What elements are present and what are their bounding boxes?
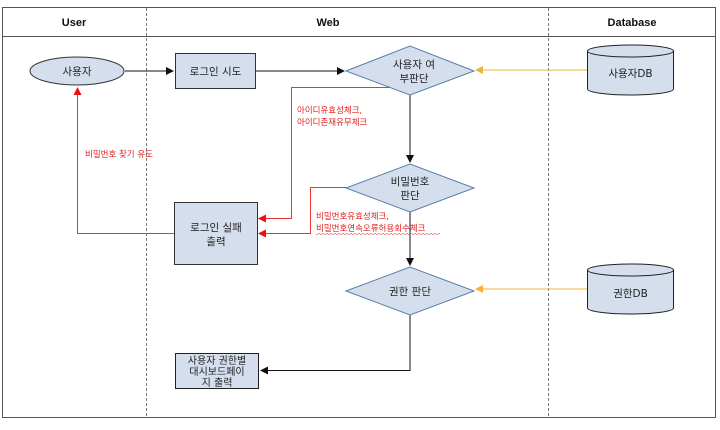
lane-title-web: Web bbox=[316, 17, 339, 29]
note-id-check-line2: 아이디존재유무체크 bbox=[297, 117, 368, 128]
login-attempt-box bbox=[175, 53, 256, 89]
permission-db-body bbox=[587, 270, 674, 315]
node-user-check[interactable]: 사용자 여 부판단 bbox=[344, 45, 476, 96]
lane-title-database: Database bbox=[608, 17, 657, 29]
node-dashboard-line3: 지 출력 bbox=[202, 377, 233, 389]
user-db-body bbox=[587, 51, 674, 96]
node-login-fail[interactable]: 로그인 실패 출력 bbox=[174, 202, 258, 265]
edge-loginfail-to-user bbox=[73, 87, 175, 234]
node-login-fail-line2: 출력 bbox=[206, 236, 225, 248]
user-check-diamond bbox=[344, 45, 476, 96]
node-password-check[interactable]: 비밀번호 판단 bbox=[344, 163, 476, 213]
node-user-label: 사용자 bbox=[63, 66, 92, 78]
node-user-check-line1: 사용자 여 bbox=[393, 59, 435, 71]
lane-title-user: User bbox=[62, 17, 87, 29]
note-pw-check-line2: 비밀번호연속오류허용회수체크 bbox=[316, 223, 426, 234]
login-fail-box bbox=[174, 202, 258, 265]
edge-usercheck-fail bbox=[258, 87, 390, 223]
node-user-db-label: 사용자DB bbox=[608, 68, 652, 80]
node-user-db[interactable]: 사용자DB bbox=[587, 44, 674, 96]
node-user-check-line2: 부판단 bbox=[400, 73, 429, 85]
node-permission-db-label: 권한DB bbox=[613, 288, 648, 300]
node-password-check-line1: 비밀번호 bbox=[391, 176, 430, 188]
node-login-fail-line1: 로그인 실패 bbox=[190, 222, 242, 234]
node-login-attempt[interactable]: 로그인 시도 bbox=[175, 53, 256, 89]
node-permission-check[interactable]: 권한 판단 bbox=[344, 266, 476, 316]
user-ellipse bbox=[29, 56, 125, 86]
dashboard-box bbox=[175, 353, 259, 389]
password-check-diamond bbox=[344, 163, 476, 213]
node-dashboard-line1: 사용자 권한별 bbox=[188, 355, 246, 367]
permission-check-diamond bbox=[344, 266, 476, 316]
node-user[interactable]: 사용자 bbox=[29, 56, 125, 86]
node-dashboard[interactable]: 사용자 권한별 대시보드페이 지 출력 bbox=[175, 353, 259, 390]
edge-pwcheck-fail bbox=[258, 187, 346, 238]
node-login-attempt-label: 로그인 시도 bbox=[190, 66, 242, 78]
permission-db-top bbox=[587, 263, 674, 277]
note-find-password: 비밀번호 찾기 유도 bbox=[85, 149, 153, 160]
note-id-check-line1: 아이디유효성체크, bbox=[297, 105, 362, 116]
node-password-check-line2: 판단 bbox=[400, 190, 420, 202]
edge-permcheck-to-dashboard bbox=[260, 315, 411, 375]
node-permission-db[interactable]: 권한DB bbox=[587, 263, 674, 315]
user-db-top bbox=[587, 44, 674, 58]
node-permission-check-label: 권한 판단 bbox=[389, 286, 431, 298]
note-pw-check-line1: 비밀번호유효성체크, bbox=[316, 211, 389, 222]
node-dashboard-line2: 대시보드페이 bbox=[189, 366, 244, 378]
spellcheck-underline bbox=[315, 232, 441, 236]
